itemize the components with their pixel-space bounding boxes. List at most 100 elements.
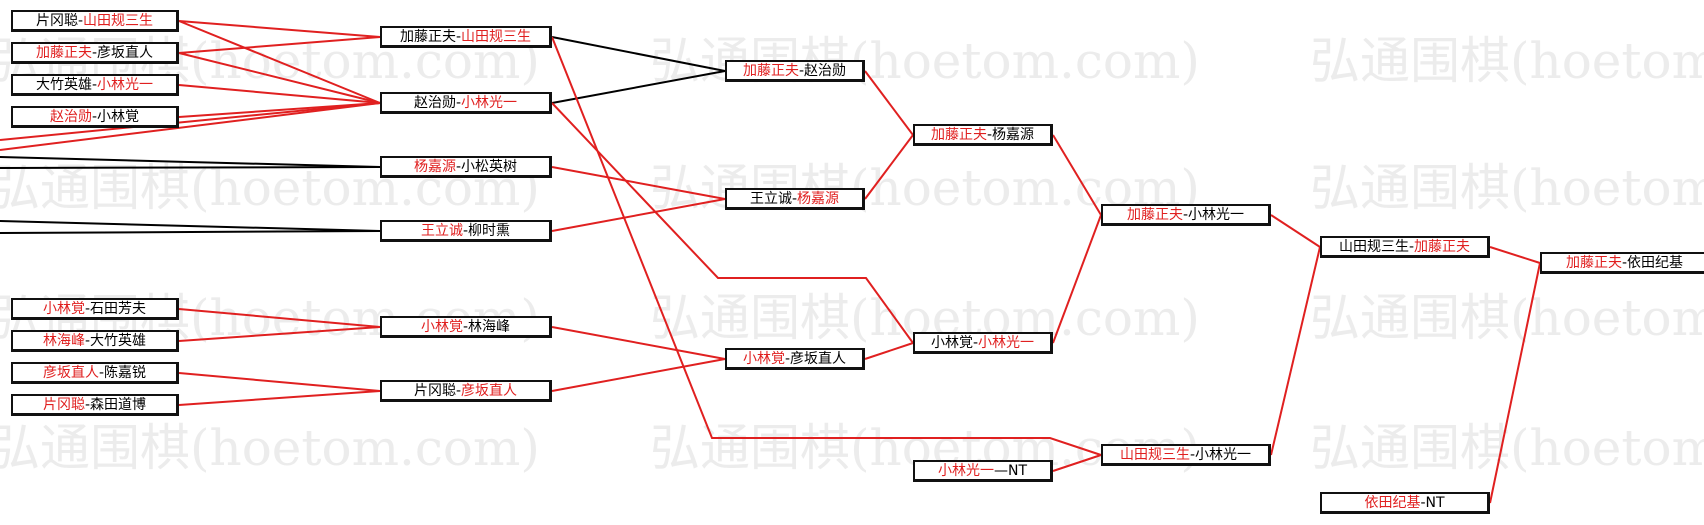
match-box: 小林光一—NT xyxy=(913,460,1053,482)
player-1-name: 山田规三生 xyxy=(1338,239,1409,255)
watermark-text: 弘通围棋(hoetom.com) xyxy=(0,419,540,477)
match-box: 片冈聪-森田道博 xyxy=(11,394,179,416)
advance-line xyxy=(178,36,381,54)
match-box: 片冈聪-山田规三生 xyxy=(11,10,179,32)
match-box: 彦坂直人-陈嘉锐 xyxy=(11,362,179,384)
player-2-name: 小林光一 xyxy=(978,335,1035,351)
advance-line xyxy=(178,308,381,328)
separator: - xyxy=(455,383,462,399)
advance-line xyxy=(1052,214,1102,344)
match-box: 加藤正夫-山田规三生 xyxy=(380,26,552,48)
player-2-name: 石田芳夫 xyxy=(90,301,147,317)
advance-line xyxy=(178,326,381,342)
advance-line xyxy=(551,102,914,344)
match-box: 赵治勋-小林光一 xyxy=(380,92,552,114)
separator: - xyxy=(1420,495,1426,511)
separator: - xyxy=(84,397,91,413)
match-box: 王立诚-柳时熏 xyxy=(380,220,552,242)
advance-line xyxy=(864,134,914,200)
match-box: 林海峰-大竹英雄 xyxy=(11,330,179,352)
player-2-name: 森田道博 xyxy=(90,397,147,413)
separator: - xyxy=(455,29,462,45)
match-box: 加藤正夫-杨嘉源 xyxy=(913,124,1053,146)
watermark-text: 弘通围棋(hoetom.com) xyxy=(1310,32,1704,90)
player-2-name: 林海峰 xyxy=(468,319,511,335)
separator: - xyxy=(798,63,805,79)
advance-line xyxy=(0,230,381,234)
advance-line xyxy=(1052,454,1102,472)
match-box: 加藤正夫-彦坂直人 xyxy=(11,42,179,64)
advance-line xyxy=(551,166,726,200)
player-1-name: 加藤正夫 xyxy=(399,29,456,45)
match-box: 小林覚-林海峰 xyxy=(380,316,552,338)
player-1-name: 彦坂直人 xyxy=(42,365,99,381)
match-box: 山田规三生-小林光一 xyxy=(1101,444,1271,466)
separator: - xyxy=(84,301,91,317)
match-box: 小林覚-彦坂直人 xyxy=(725,348,865,370)
match-box: 加藤正夫-依田纪基 xyxy=(1540,252,1704,274)
advance-line xyxy=(864,70,914,136)
player-1-name: 小林覚 xyxy=(42,301,85,317)
match-box: 赵治勋-小林覚 xyxy=(11,106,179,128)
advance-line xyxy=(1270,246,1321,456)
player-1-name: 片冈聪 xyxy=(413,383,456,399)
advance-line xyxy=(1489,246,1541,264)
match-box: 杨嘉源-小松英树 xyxy=(380,156,552,178)
advance-line xyxy=(551,36,726,72)
player-2-name: 彦坂直人 xyxy=(461,383,518,399)
player-1-name: 加藤正夫 xyxy=(1126,207,1183,223)
separator: — xyxy=(993,463,1008,479)
player-2-name: 小林光一 xyxy=(97,77,154,93)
separator: - xyxy=(791,191,798,207)
separator: - xyxy=(1408,239,1415,255)
advance-line xyxy=(551,198,726,232)
match-box: 加藤正夫-小林光一 xyxy=(1101,204,1271,226)
advance-line xyxy=(551,70,726,104)
separator: - xyxy=(1182,207,1189,223)
separator: - xyxy=(91,45,98,61)
watermark-text: 弘通围棋(hoetom.com) xyxy=(1310,419,1704,477)
separator: - xyxy=(455,159,462,175)
player-1-name: 依田纪基 xyxy=(1364,495,1421,511)
player-1-name: 片冈聪 xyxy=(42,397,85,413)
player-2-name: 小林覚 xyxy=(97,109,140,125)
player-1-name: 杨嘉源 xyxy=(413,159,456,175)
advance-line xyxy=(178,84,381,104)
player-1-name: 小林光一 xyxy=(937,463,994,479)
separator: - xyxy=(1189,447,1196,463)
separator: - xyxy=(77,13,84,29)
player-2-name: 小林光一 xyxy=(1188,207,1245,223)
player-1-name: 加藤正夫 xyxy=(1565,255,1622,271)
player-2-name: 彦坂直人 xyxy=(790,351,847,367)
player-1-name: 小林覚 xyxy=(930,335,973,351)
watermark-text: 弘通围棋(hoetom.com) xyxy=(1310,289,1704,347)
advance-line xyxy=(178,52,381,104)
player-1-name: 大竹英雄 xyxy=(35,77,92,93)
player-2-name: 陈嘉锐 xyxy=(104,365,147,381)
separator: - xyxy=(91,109,98,125)
separator: - xyxy=(462,319,469,335)
player-2-name: 小林光一 xyxy=(1195,447,1252,463)
player-1-name: 王立诚 xyxy=(749,191,792,207)
match-box: 加藤正夫-赵治勋 xyxy=(725,60,865,82)
player-2-name: 柳时熏 xyxy=(468,223,511,239)
player-2-name: NT xyxy=(1425,495,1445,511)
watermark-text: 弘通围棋(hoetom.com) xyxy=(1310,159,1704,217)
player-2-name: NT xyxy=(1007,463,1028,479)
player-1-name: 赵治勋 xyxy=(49,109,92,125)
player-2-name: 杨嘉源 xyxy=(992,127,1035,143)
player-2-name: 赵治勋 xyxy=(804,63,847,79)
advance-line xyxy=(551,358,726,392)
advance-line xyxy=(551,36,1102,456)
match-box: 山田规三生-加藤正夫 xyxy=(1320,236,1490,258)
advance-line xyxy=(0,156,381,168)
match-box: 王立诚-杨嘉源 xyxy=(725,188,865,210)
player-1-name: 加藤正夫 xyxy=(742,63,799,79)
match-box: 小林覚-小林光一 xyxy=(913,332,1053,354)
match-box: 依田纪基-NT xyxy=(1320,492,1490,514)
player-1-name: 加藤正夫 xyxy=(35,45,92,61)
player-2-name: 山田规三生 xyxy=(461,29,532,45)
advance-line xyxy=(551,326,726,360)
player-1-name: 山田规三生 xyxy=(1119,447,1190,463)
player-2-name: 杨嘉源 xyxy=(797,191,840,207)
